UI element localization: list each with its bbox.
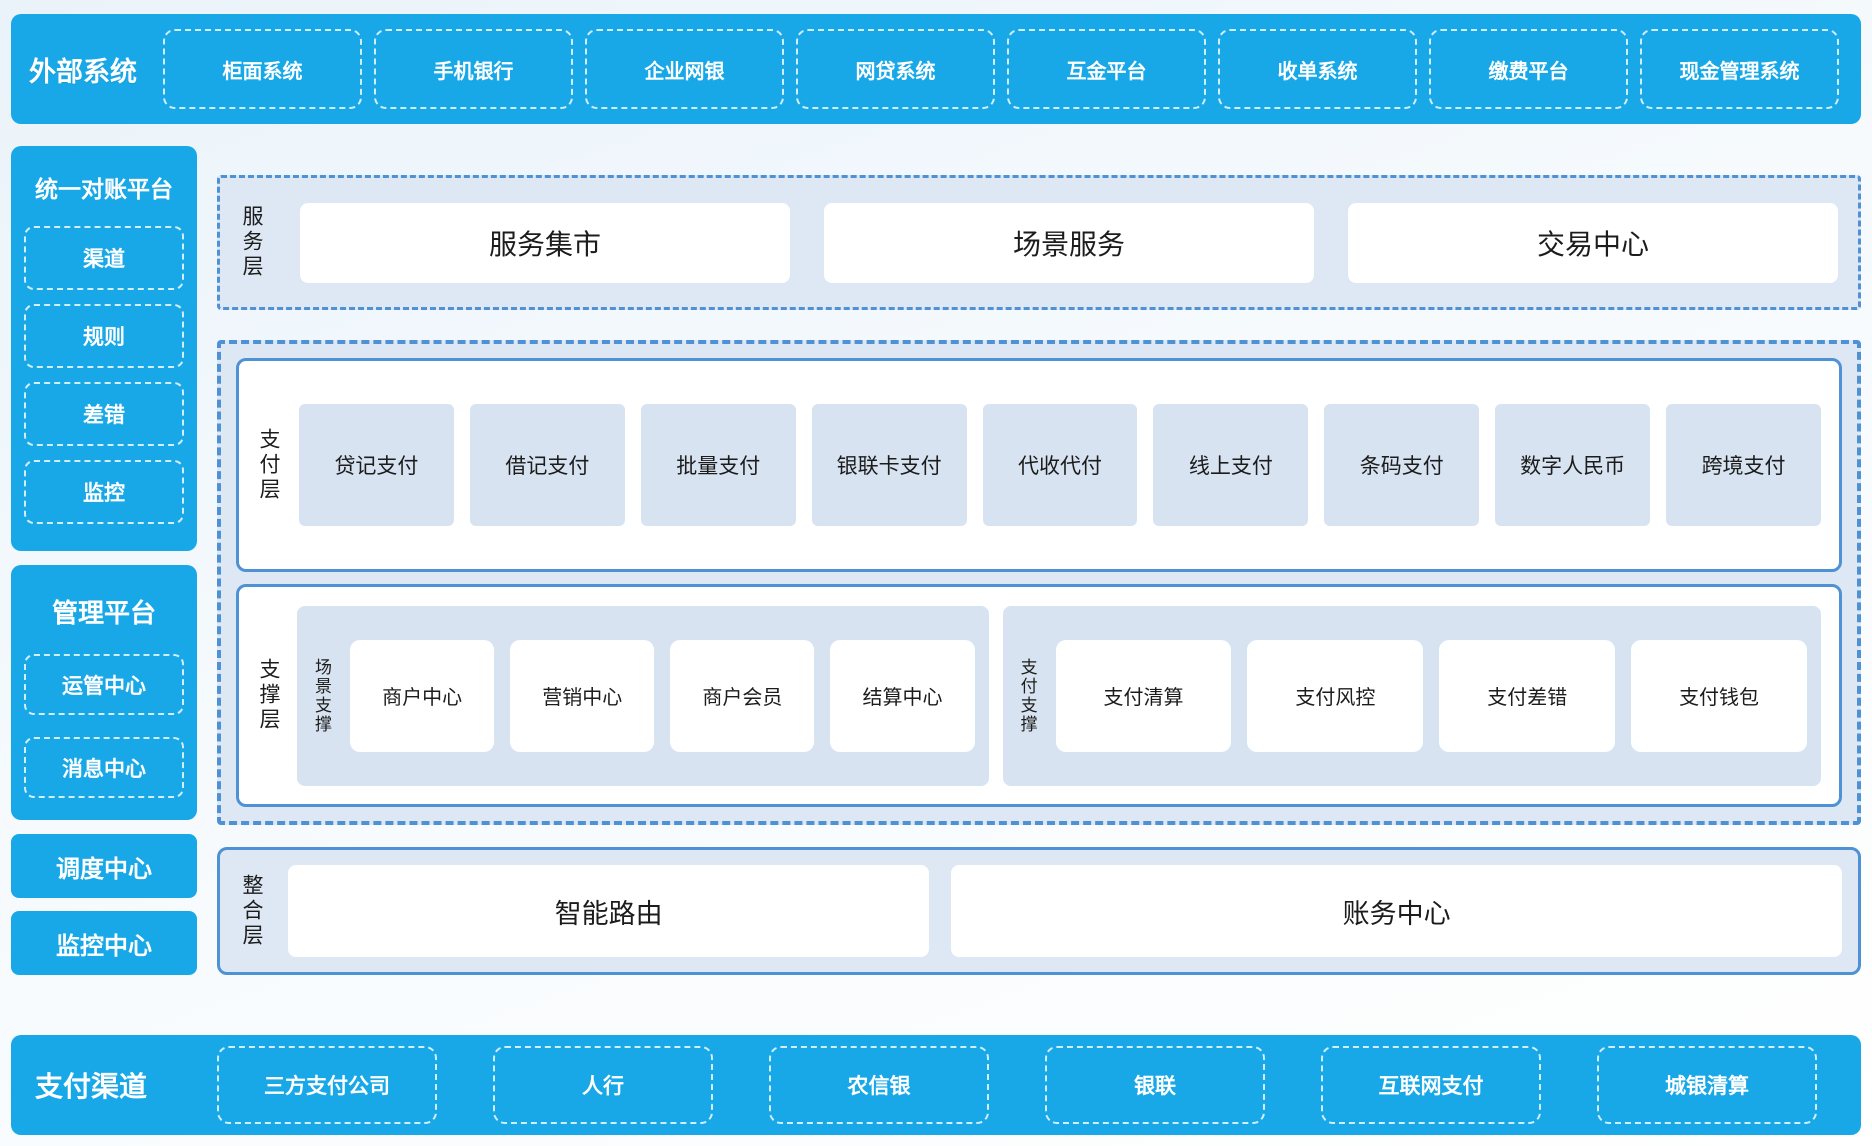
management-node: 消息中心	[24, 737, 184, 798]
reconciliation-node: 监控	[24, 460, 184, 524]
reconciliation-node: 规则	[24, 304, 184, 368]
payment-channel-node: 三方支付公司	[217, 1046, 438, 1124]
scene-support-group: 场景支撑 商户中心 营销中心 商户会员 结算中心	[297, 605, 989, 786]
payment-channels-items: 三方支付公司 人行 农信银 银联 互联网支付 城银清算	[217, 1046, 1818, 1124]
payment-node: 借记支付	[469, 404, 625, 527]
reconciliation-platform-title: 统一对账平台	[35, 176, 173, 202]
dispatch-center-block: 调度中心	[11, 834, 197, 898]
monitor-center-block: 监控中心	[11, 911, 197, 975]
diagram-body: 统一对账平台 渠道 规则 差错 监控 管理平台 运管中心 消息中心 调度中心 监…	[11, 146, 1861, 975]
integration-layer-section: 整合层 智能路由 账务中心	[217, 847, 1861, 975]
left-sidebar: 统一对账平台 渠道 规则 差错 监控 管理平台 运管中心 消息中心 调度中心 监…	[11, 146, 197, 975]
external-systems-banner: 外部系统 柜面系统 手机银行 企业网银 网贷系统 互金平台 收单系统 缴费平台 …	[11, 14, 1861, 124]
external-system-node: 缴费平台	[1429, 29, 1628, 109]
integration-node: 智能路由	[288, 865, 930, 957]
external-systems-items: 柜面系统 手机银行 企业网银 网贷系统 互金平台 收单系统 缴费平台 现金管理系…	[163, 29, 1839, 109]
payment-node: 代收代付	[982, 404, 1138, 527]
support-layer-label: 支撑层	[257, 658, 280, 734]
service-layer-section: 服务层 服务集市 场景服务 交易中心	[217, 175, 1861, 310]
payment-support-container: 支付层 贷记支付 借记支付 批量支付 银联卡支付 代收代付 线上支付 条码支付 …	[217, 340, 1861, 825]
payment-architecture-diagram: 外部系统 柜面系统 手机银行 企业网银 网贷系统 互金平台 收单系统 缴费平台 …	[11, 14, 1861, 1135]
scene-support-node: 营销中心	[510, 639, 655, 752]
payment-channel-node: 互联网支付	[1321, 1046, 1542, 1124]
scene-support-node: 商户会员	[670, 639, 815, 752]
integration-layer-label: 整合层	[240, 873, 263, 949]
service-layer-label: 服务层	[240, 205, 263, 280]
external-system-node: 网贷系统	[796, 29, 995, 109]
payment-support-group: 支付支撑 支付清算 支付风控 支付差错 支付钱包	[1002, 605, 1821, 786]
payment-node: 跨境支付	[1666, 404, 1822, 527]
support-layer-section: 支撑层 场景支撑 商户中心 营销中心 商户会员 结算中心 支付支撑 支付清算 支…	[236, 584, 1842, 807]
payment-node: 贷记支付	[299, 404, 454, 527]
payment-support-node: 支付风控	[1247, 639, 1424, 752]
payment-node: 条码支付	[1324, 404, 1480, 527]
layers-area: 服务层 服务集市 场景服务 交易中心 支付层 贷记支付 借记支付 批量支付 银联…	[217, 146, 1861, 975]
scene-support-node: 结算中心	[830, 639, 975, 752]
payment-channels-banner: 支付渠道 三方支付公司 人行 农信银 银联 互联网支付 城银清算	[11, 1035, 1861, 1135]
reconciliation-platform-block: 统一对账平台 渠道 规则 差错 监控	[11, 146, 197, 551]
payment-layer-label: 支付层	[257, 427, 280, 503]
external-system-node: 互金平台	[1007, 29, 1206, 109]
payment-support-node: 支付清算	[1055, 639, 1232, 752]
payment-node: 批量支付	[640, 404, 796, 527]
management-node: 运管中心	[24, 654, 184, 715]
payment-support-node: 支付钱包	[1631, 639, 1807, 752]
payment-node: 线上支付	[1153, 404, 1309, 527]
payment-layer-section: 支付层 贷记支付 借记支付 批量支付 银联卡支付 代收代付 线上支付 条码支付 …	[236, 358, 1842, 573]
external-system-node: 现金管理系统	[1640, 29, 1839, 109]
payment-channel-node: 农信银	[769, 1046, 990, 1124]
payment-channel-node: 银联	[1045, 1046, 1266, 1124]
scene-support-label: 场景支撑	[312, 657, 331, 734]
service-node: 服务集市	[300, 202, 790, 283]
management-platform-block: 管理平台 运管中心 消息中心	[11, 565, 197, 820]
payment-channels-title: 支付渠道	[35, 1071, 148, 1102]
integration-node: 账务中心	[951, 865, 1842, 957]
payment-node: 银联卡支付	[811, 404, 967, 527]
payment-support-label: 支付支撑	[1017, 657, 1037, 734]
payment-support-node: 支付差错	[1439, 639, 1616, 752]
reconciliation-node: 渠道	[24, 226, 184, 290]
external-system-node: 企业网银	[585, 29, 784, 109]
payment-channel-node: 城银清算	[1597, 1046, 1818, 1124]
external-system-node: 手机银行	[374, 29, 573, 109]
reconciliation-node: 差错	[24, 382, 184, 446]
payment-channel-node: 人行	[493, 1046, 714, 1124]
management-platform-title: 管理平台	[51, 598, 156, 628]
external-systems-title: 外部系统	[29, 56, 137, 87]
service-node: 交易中心	[1348, 202, 1838, 283]
service-node: 场景服务	[824, 202, 1314, 283]
scene-support-node: 商户中心	[350, 639, 495, 752]
payment-node: 数字人民币	[1495, 404, 1651, 527]
external-system-node: 收单系统	[1218, 29, 1417, 109]
external-system-node: 柜面系统	[163, 29, 362, 109]
